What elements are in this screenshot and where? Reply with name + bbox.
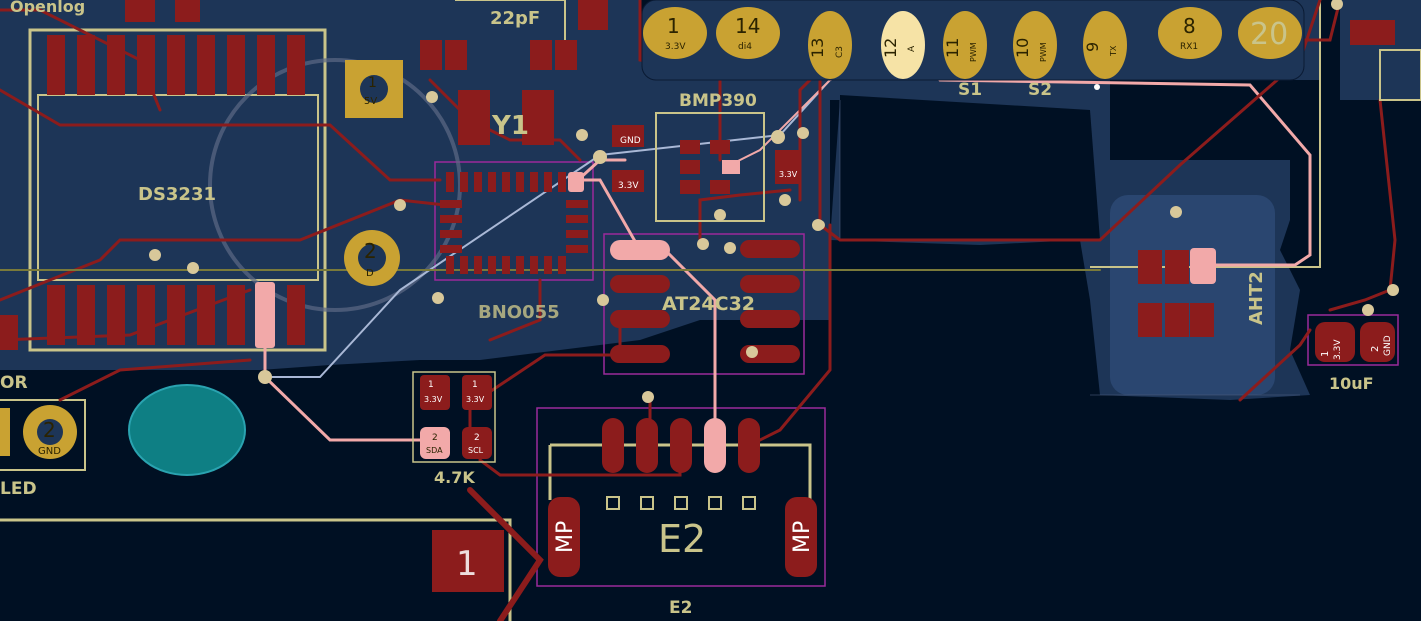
led-pad-net: GND (38, 446, 61, 457)
pullup-r1-pad2: 2 (432, 433, 438, 443)
mp-left-label: MP (553, 521, 578, 553)
header-pin-13-num: 13 (808, 38, 827, 58)
header-pins[interactable] (641, 0, 1305, 81)
cap-22pf-label: 22pF (490, 8, 540, 29)
header-pin-1-num: 1 (667, 14, 680, 38)
ds3231-pads[interactable] (47, 35, 305, 348)
bno055-pads[interactable] (440, 172, 588, 274)
bmp390-pads[interactable] (612, 112, 799, 222)
keepout-hatch (839, 100, 1300, 396)
aht-label: AHT2 (1246, 271, 1267, 325)
cap-10uf-3v3: 3.3V (1333, 339, 1343, 360)
mp-right-label: MP (790, 521, 815, 553)
header-pin-14-num: 14 (735, 14, 760, 38)
led-pad-number: 2 (43, 418, 56, 442)
pullup-resistor-pads[interactable] (412, 371, 496, 463)
header-pin-9-net: TX (1109, 45, 1118, 57)
through-hole-pads[interactable] (0, 60, 403, 459)
at24c32-label: AT24C32 (662, 293, 755, 315)
cap-10uf-gnd: GND (1383, 335, 1393, 356)
bmp-pad-3v3: 3.3V (779, 170, 798, 179)
vias[interactable] (149, 0, 1399, 403)
bmp-cap-3v3: 3.3V (618, 181, 639, 191)
led-label: LED (0, 479, 37, 499)
bno055-label: BNO055 (478, 302, 560, 323)
misc-pads[interactable] (0, 0, 1421, 350)
header-pin-10-net: PWM (1039, 42, 1048, 62)
aht-pads[interactable] (1138, 248, 1216, 337)
pad-5v-number: 1 (368, 75, 377, 91)
header-pin-8-num: 8 (1183, 14, 1196, 38)
pullup-r2-pad2: 2 (474, 433, 480, 443)
pullup-r2-3v3: 3.3V (466, 395, 485, 404)
pullup-r1-3v3: 3.3V (424, 395, 443, 404)
e2-connector-label: E2 (658, 517, 706, 561)
pad-5v-net: 5V (364, 96, 377, 107)
or-label: OR (0, 373, 28, 393)
pullup-r2-pad1: 1 (472, 380, 478, 390)
at24c32-pads[interactable] (610, 240, 800, 363)
mounting-hole (128, 384, 246, 476)
header-pin-12-num: 12 (881, 38, 900, 58)
silkscreen-outlines (0, 0, 1321, 621)
crystal-y1-label: Y1 (491, 111, 529, 141)
header-pin-8-net: RX1 (1180, 42, 1198, 52)
pad-2-number: 2 (364, 239, 377, 263)
bmp-cap-gnd: GND (620, 136, 641, 146)
header-pin-20-num: 20 (1250, 17, 1288, 52)
s1-label: S1 (958, 80, 982, 100)
header-pin-13-net: C3 (835, 46, 845, 58)
ds3231-label: DS3231 (138, 184, 216, 205)
header-pin-9-num: 9 (1083, 42, 1102, 52)
header-pin-10-num: 10 (1013, 38, 1032, 58)
pullup-value-label: 4.7K (434, 468, 475, 487)
header-pin-11-net: PWM (969, 42, 978, 62)
cap-10uf-label: 10uF (1329, 374, 1374, 393)
scl-net-label: SCL (468, 446, 484, 455)
cap-10uf-pad1: 1 (1320, 351, 1331, 357)
cap-10uf-pad2: 2 (1370, 346, 1381, 352)
e2-caption: E2 (669, 598, 692, 618)
pad-1-large[interactable] (432, 530, 504, 592)
pullup-r1-pad1: 1 (428, 380, 434, 390)
bmp390-label: BMP390 (679, 91, 757, 111)
header-pin-11-num: 11 (943, 38, 962, 58)
pad-2-net: D (366, 268, 374, 279)
openlog-label: Openlog (10, 0, 85, 16)
sda-net-label: SDA (426, 446, 443, 455)
s2-label: S2 (1028, 80, 1052, 100)
header-pin-14-net: di4 (738, 42, 752, 52)
cap-10uf-pads[interactable] (1315, 322, 1395, 362)
crystal-y1-pads[interactable] (420, 40, 577, 145)
header-pin-1-net: 3.3V (665, 42, 686, 52)
pad-1-large-number: 1 (456, 544, 478, 584)
header-pin-12-net: A (907, 45, 917, 52)
e2-connector-pads[interactable] (548, 418, 817, 577)
